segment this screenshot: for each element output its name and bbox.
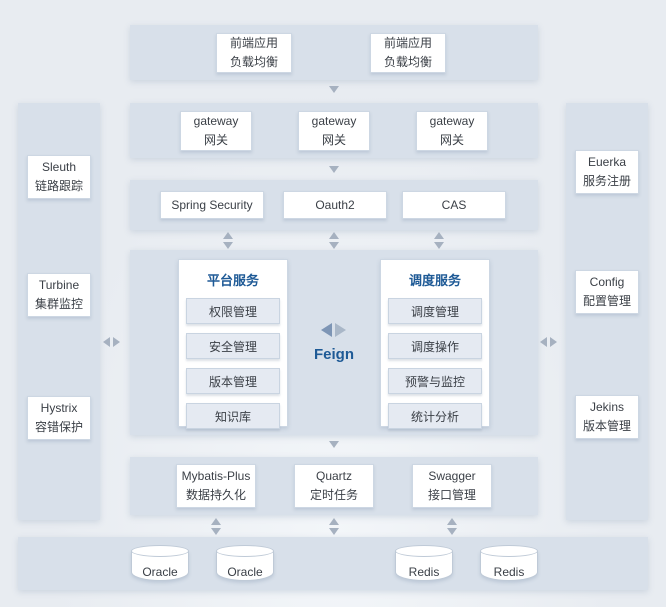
up-down-arrow-icon — [447, 518, 457, 535]
box-line: 前端应用 — [383, 36, 432, 51]
frontend-band: 前端应用 负载均衡 前端应用 负载均衡 — [130, 25, 538, 80]
box-line: CAS — [441, 197, 467, 212]
database-band: Oracle Oracle Redis Redis — [18, 537, 648, 590]
gateway-box: gateway 网关 — [298, 111, 370, 151]
up-down-arrow-icon — [223, 232, 233, 249]
feign-label: Feign — [314, 346, 354, 363]
box-line: 链路跟踪 — [34, 179, 83, 193]
gateway-band: gateway 网关 gateway 网关 gateway 网关 — [130, 103, 538, 158]
schedule-item: 调度操作 — [388, 333, 482, 359]
down-arrow-icon — [329, 441, 339, 448]
schedule-item: 调度管理 — [388, 298, 482, 324]
box-line: Config — [589, 275, 625, 290]
box-line: 网关 — [203, 133, 228, 147]
box-line: gateway — [193, 114, 239, 129]
box-line: 定时任务 — [309, 488, 358, 502]
box-line: Swagger — [428, 469, 476, 484]
hystrix-box: Hystrix 容错保护 — [27, 396, 91, 440]
config-box: Config 配置管理 — [575, 270, 639, 314]
box-line: 负载均衡 — [229, 55, 278, 69]
box-line: 前端应用 — [229, 36, 278, 51]
redis-db-cylinder: Redis — [480, 545, 538, 583]
box-line: 配置管理 — [582, 294, 631, 308]
schedule-item: 统计分析 — [388, 403, 482, 429]
box-line: 网关 — [439, 133, 464, 147]
spring-security-box: Spring Security — [160, 191, 264, 219]
gateway-box: gateway 网关 — [416, 111, 488, 151]
platform-item: 知识库 — [186, 403, 280, 429]
up-down-arrow-icon — [211, 518, 221, 535]
box-line: Sleuth — [41, 160, 77, 175]
cylinder-top — [131, 545, 189, 557]
db-label: Redis — [493, 565, 525, 579]
db-label: Oracle — [227, 565, 263, 579]
box-line: 接口管理 — [427, 488, 476, 502]
services-band: 平台服务 权限管理 安全管理 版本管理 知识库 调度服务 调度管理 调度操作 预… — [130, 250, 538, 435]
left-sidebar: Sleuth 链路跟踪 Turbine 集群监控 Hystrix 容错保护 — [18, 103, 100, 520]
down-arrow-icon — [329, 166, 339, 173]
db-label: Oracle — [142, 565, 178, 579]
platform-item: 版本管理 — [186, 368, 280, 394]
box-line: Jekins — [589, 400, 624, 415]
cylinder-top — [216, 545, 274, 557]
box-line: Mybatis-Plus — [181, 469, 251, 484]
cylinder-top — [480, 545, 538, 557]
box-line: Euerka — [587, 155, 627, 170]
oauth2-box: Oauth2 — [283, 191, 387, 219]
box-line: Hystrix — [40, 401, 78, 416]
box-line: Oauth2 — [315, 197, 355, 212]
box-line: 网关 — [321, 133, 346, 147]
box-line: 版本管理 — [582, 419, 631, 433]
platform-panel: 平台服务 权限管理 安全管理 版本管理 知识库 — [178, 259, 288, 429]
box-line: 数据持久化 — [185, 488, 246, 502]
box-line: 容错保护 — [34, 420, 83, 434]
up-down-arrow-icon — [329, 518, 339, 535]
oracle-db-cylinder: Oracle — [216, 545, 274, 583]
down-arrow-icon — [329, 86, 339, 93]
middleware-band: Mybatis-Plus 数据持久化 Quartz 定时任务 Swagger 接… — [130, 457, 538, 515]
frontend-lb-box: 前端应用 负载均衡 — [370, 33, 446, 73]
box-line: Quartz — [315, 469, 352, 484]
quartz-box: Quartz 定时任务 — [294, 464, 374, 508]
platform-item: 权限管理 — [186, 298, 280, 324]
box-line: Turbine — [38, 278, 80, 293]
sleuth-box: Sleuth 链路跟踪 — [27, 155, 91, 199]
frontend-lb-box: 前端应用 负载均衡 — [216, 33, 292, 73]
swagger-box: Swagger 接口管理 — [412, 464, 492, 508]
redis-db-cylinder: Redis — [395, 545, 453, 583]
right-sidebar: Euerka 服务注册 Config 配置管理 Jekins 版本管理 — [566, 103, 648, 520]
box-line: gateway — [311, 114, 357, 129]
platform-item: 安全管理 — [186, 333, 280, 359]
left-right-arrow-icon — [103, 337, 120, 347]
gateway-box: gateway 网关 — [180, 111, 252, 151]
schedule-item: 预警与监控 — [388, 368, 482, 394]
box-line: 集群监控 — [34, 297, 83, 311]
cas-box: CAS — [402, 191, 506, 219]
feign-left-right-arrows-icon — [321, 323, 346, 337]
box-line: 服务注册 — [582, 174, 631, 188]
up-down-arrow-icon — [434, 232, 444, 249]
box-line: gateway — [429, 114, 475, 129]
schedule-panel: 调度服务 调度管理 调度操作 预警与监控 统计分析 — [380, 259, 490, 429]
security-band: Spring Security Oauth2 CAS — [130, 180, 538, 230]
box-line: Spring Security — [171, 197, 253, 212]
oracle-db-cylinder: Oracle — [131, 545, 189, 583]
schedule-panel-title: 调度服务 — [408, 273, 461, 288]
db-label: Redis — [408, 565, 440, 579]
eureka-box: Euerka 服务注册 — [575, 150, 639, 194]
jenkins-box: Jekins 版本管理 — [575, 395, 639, 439]
mybatis-box: Mybatis-Plus 数据持久化 — [176, 464, 256, 508]
cylinder-top — [395, 545, 453, 557]
turbine-box: Turbine 集群监控 — [27, 273, 91, 317]
left-right-arrow-icon — [540, 337, 557, 347]
box-line: 负载均衡 — [383, 55, 432, 69]
platform-panel-title: 平台服务 — [206, 273, 259, 288]
up-down-arrow-icon — [329, 232, 339, 249]
